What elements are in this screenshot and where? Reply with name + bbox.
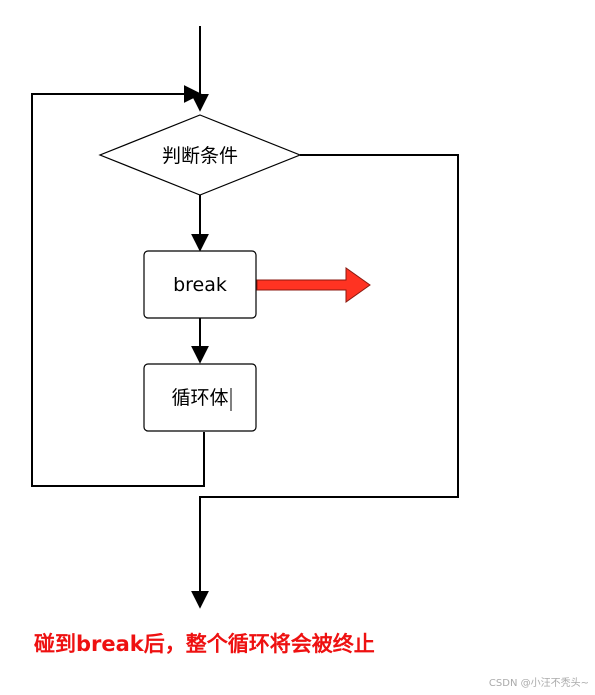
caption-text: 碰到break后，整个循环将会被终止 xyxy=(34,632,375,656)
loop-body-box xyxy=(143,363,257,432)
condition-label: 判断条件 xyxy=(162,145,238,167)
break-exit-arrow xyxy=(256,267,371,303)
loop-body-label: 循环体 xyxy=(171,387,228,409)
condition-false-exit-connector xyxy=(191,154,459,609)
break-label: break xyxy=(173,274,227,296)
loop-back-connector xyxy=(31,85,205,487)
watermark-text: CSDN @小汪不秃头~ xyxy=(488,678,589,689)
